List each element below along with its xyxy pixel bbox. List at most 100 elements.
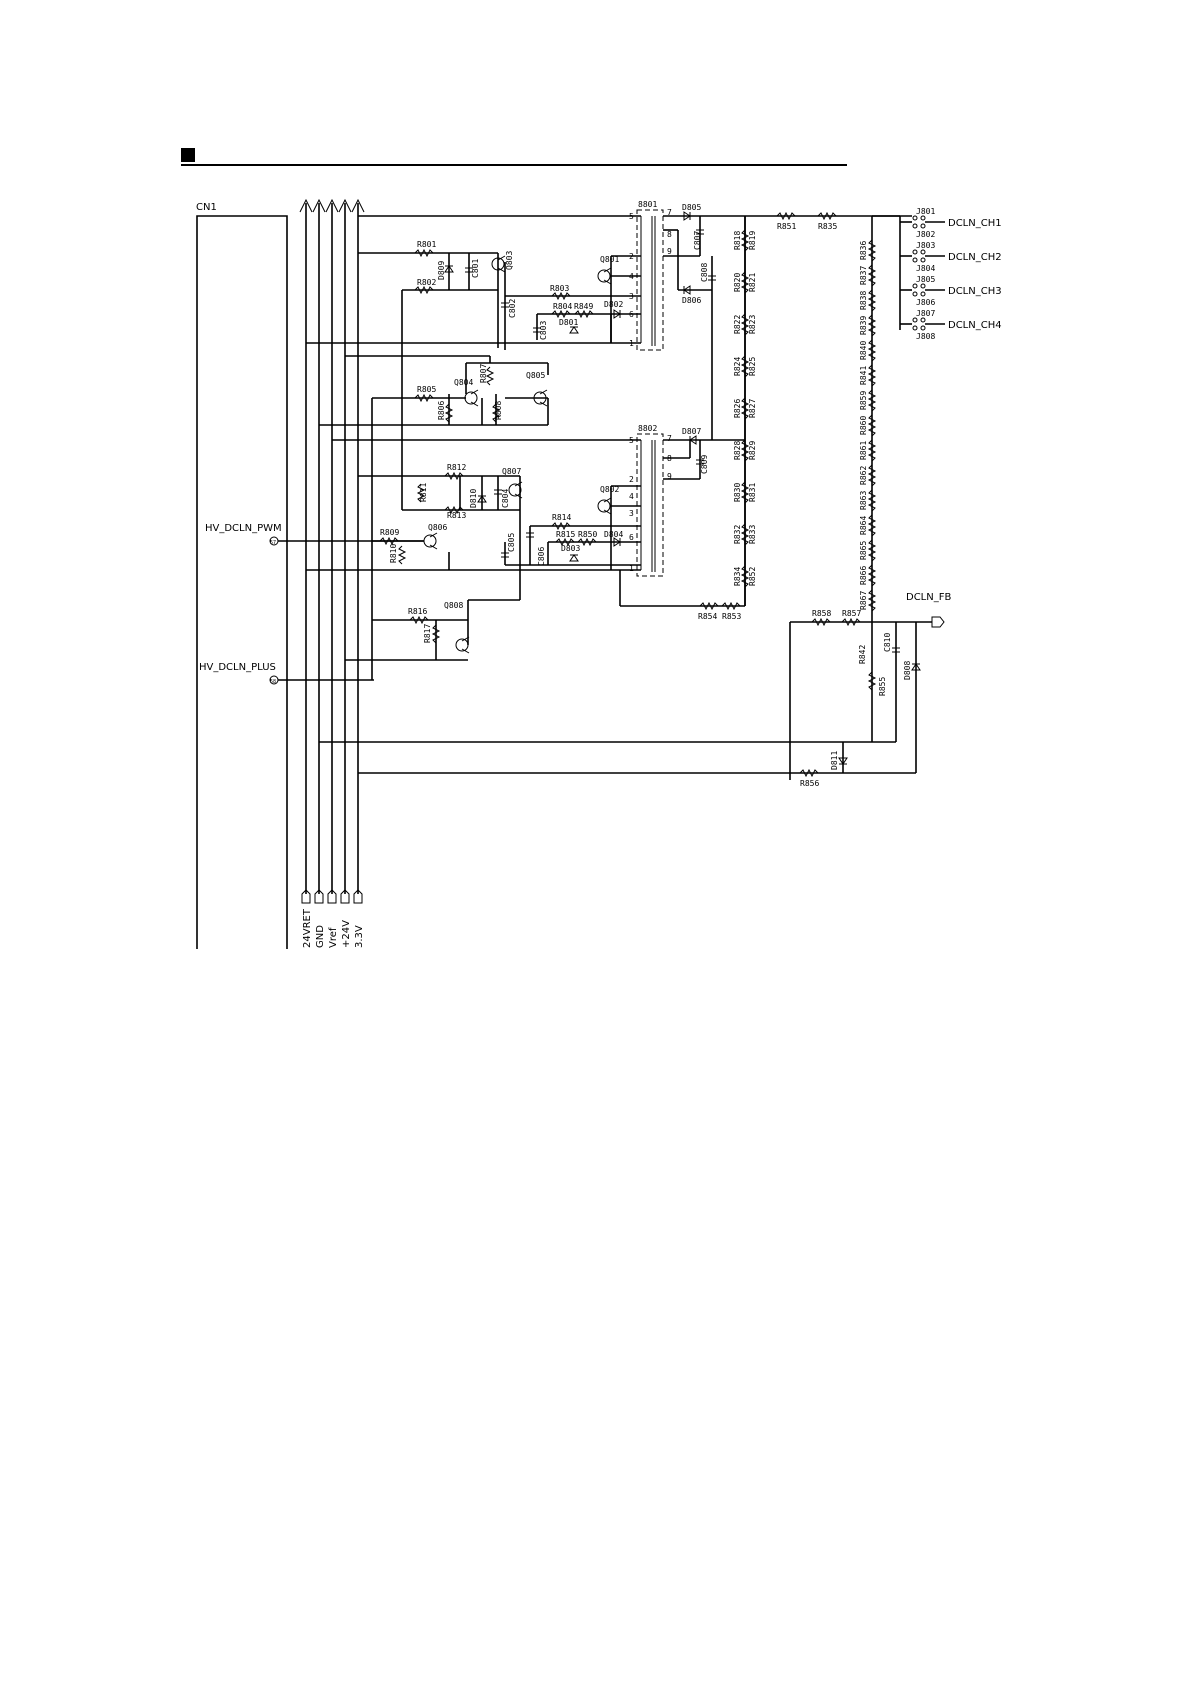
divider-resistor-label: R839 (859, 316, 868, 335)
divider-resistor (740, 439, 750, 462)
divider-resistor-label: R823 (748, 315, 757, 334)
svg-text:8802: 8802 (638, 424, 657, 433)
svg-text:D802: D802 (604, 300, 623, 309)
svg-text:R811: R811 (419, 483, 428, 502)
upper-driver-resistors (414, 248, 594, 423)
jumper-label: J803 (916, 241, 935, 250)
connector-outline (196, 215, 288, 949)
svg-text:Q805: Q805 (526, 371, 545, 380)
svg-text:R806: R806 (437, 401, 446, 420)
jumper-pin (920, 283, 926, 289)
divider-resistor-label: R840 (859, 341, 868, 360)
divider-resistor-label: R862 (859, 466, 868, 485)
divider-resistor (740, 355, 750, 378)
svg-text:C810: C810 (883, 633, 892, 652)
svg-text:Q803: Q803 (505, 251, 514, 270)
svg-text:R835: R835 (818, 222, 837, 231)
svg-text:R801: R801 (417, 240, 436, 249)
divider-resistor-label: R827 (748, 399, 757, 418)
rail-label-plus24v: +24V (341, 920, 352, 948)
svg-text:R842: R842 (858, 645, 867, 664)
jumper-pin (912, 215, 918, 221)
svg-text:R858: R858 (812, 609, 831, 618)
svg-text:R850: R850 (578, 530, 597, 539)
svg-text:8: 8 (667, 230, 672, 239)
feedback-label: DCLN_FB (906, 592, 951, 603)
divider-resistor-label: R867 (859, 591, 868, 610)
divider-resistor-label: R822 (733, 315, 742, 334)
divider-resistor (867, 414, 877, 437)
svg-text:R854: R854 (698, 612, 717, 621)
svg-text:5: 5 (629, 436, 634, 445)
divider-resistor (740, 397, 750, 420)
divider-resistor (740, 523, 750, 546)
svg-text:C805: C805 (507, 533, 516, 552)
jumper-label: J801 (916, 207, 935, 216)
divider-resistor (867, 439, 877, 462)
divider-resistor-label: R841 (859, 366, 868, 385)
svg-text:R805: R805 (417, 385, 436, 394)
svg-text:C802: C802 (508, 299, 517, 318)
divider-resistor-label: R859 (859, 391, 868, 410)
svg-text:R813: R813 (447, 511, 466, 520)
lower-driver-labels: R812 R811 R813 R809 R810 R814 R815 R850 … (380, 463, 623, 643)
divider-resistor-label: R824 (733, 357, 742, 376)
divider-resistor-label: R821 (748, 273, 757, 292)
divider-resistor (867, 539, 877, 562)
output-series: R851 R835 (776, 211, 837, 231)
svg-text:9: 9 (667, 472, 672, 481)
svg-text:D807: D807 (682, 427, 701, 436)
bottom-resistors: R854 R853 (698, 601, 741, 621)
divider-resistor (740, 271, 750, 294)
svg-text:R804: R804 (553, 302, 572, 311)
svg-text:C806: C806 (537, 547, 546, 566)
divider-resistor-label: R834 (733, 567, 742, 586)
divider-resistor (740, 565, 750, 588)
svg-text:Q807: Q807 (502, 467, 521, 476)
divider-resistor (867, 314, 877, 337)
transformer-8801: 8801 5 2 4 3 6 1 7 8 9 (629, 200, 672, 351)
svg-text:R815: R815 (556, 530, 575, 539)
svg-text:R816: R816 (408, 607, 427, 616)
divider-resistor (867, 514, 877, 537)
lower-driver-devices (423, 481, 621, 654)
divider-resistor-label: R833 (748, 525, 757, 544)
svg-text:6: 6 (629, 533, 634, 542)
svg-text:6: 6 (629, 310, 634, 319)
divider-resistor-label: R832 (733, 525, 742, 544)
divider-resistor-label: R865 (859, 541, 868, 560)
svg-text:R849: R849 (574, 302, 593, 311)
jumper-pin (912, 317, 918, 323)
upper-driver-wires (306, 215, 641, 680)
signal-label-pwm: HV_DCLN_PWM (205, 523, 282, 534)
svg-text:R853: R853 (722, 612, 741, 621)
svg-text:R809: R809 (380, 528, 399, 537)
svg-text:D805: D805 (682, 203, 701, 212)
jumper-pin (912, 283, 918, 289)
divider-resistor-label: R837 (859, 266, 868, 285)
divider-resistor (867, 339, 877, 362)
divider-resistor-label: R828 (733, 441, 742, 460)
jumper-label: J806 (916, 298, 935, 307)
rail-label-24vret: 24VRET (302, 908, 313, 948)
svg-text:D801: D801 (559, 318, 578, 327)
divider-resistor (867, 364, 877, 387)
divider-resistor (740, 313, 750, 336)
jumper-pin (912, 249, 918, 255)
divider-resistor (867, 564, 877, 587)
jumper-pin (920, 325, 926, 331)
svg-text:R856: R856 (800, 779, 819, 788)
jumper-pin (920, 291, 926, 297)
svg-text:3: 3 (629, 292, 634, 301)
jumper-pin (920, 223, 926, 229)
svg-text:Q804: Q804 (454, 378, 473, 387)
jumper-label: J804 (916, 264, 935, 273)
svg-text:2: 2 (629, 252, 634, 261)
svg-text:D804: D804 (604, 530, 623, 539)
jumper-pin (920, 317, 926, 323)
divider-resistor (867, 289, 877, 312)
jumper-pin (920, 215, 926, 221)
jumper-pin (920, 249, 926, 255)
svg-text:D809: D809 (437, 261, 446, 280)
